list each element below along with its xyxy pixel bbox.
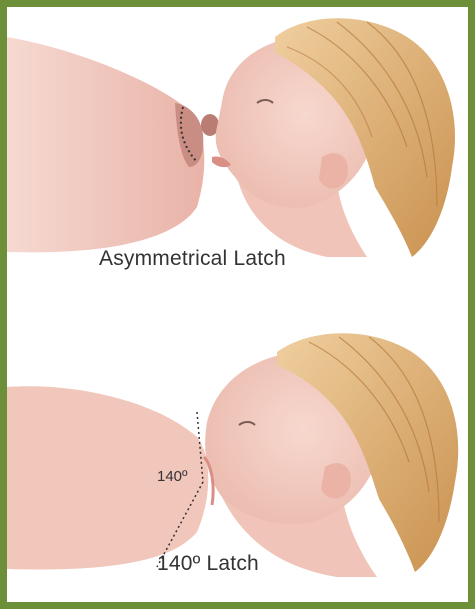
baby-ear — [321, 463, 351, 498]
breast-shape — [7, 37, 204, 252]
angle-latch-panel: 140º 140º Latch — [7, 307, 468, 609]
baby-ear — [319, 153, 348, 188]
asymmetrical-latch-panel: Asymmetrical Latch — [7, 7, 468, 302]
asymmetrical-latch-caption: Asymmetrical Latch — [99, 247, 286, 271]
angle-latch-caption: 140º Latch — [157, 552, 259, 576]
angle-label: 140º — [157, 468, 188, 485]
